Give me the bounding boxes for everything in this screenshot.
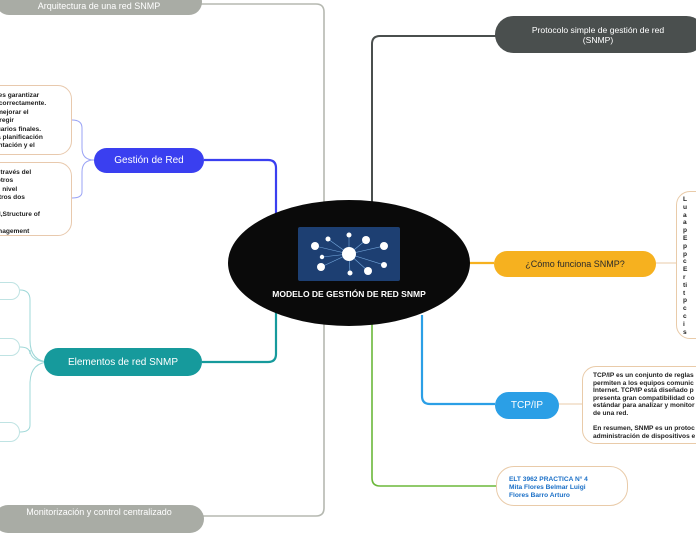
database-icon xyxy=(364,267,372,275)
gestion-note-1-line: mentación y el xyxy=(0,142,35,150)
tcpip-note-line xyxy=(593,418,696,426)
protocolo-connector xyxy=(371,35,496,216)
tcpip-note-line: presenta gran compatibilidad co xyxy=(593,394,695,402)
gestion-note-1-text: ed es garantizardo correctamente.ra mejo… xyxy=(0,92,63,151)
tcpip-note-line: En resumen, SNMP es un protoc xyxy=(593,425,695,433)
como-note-line: a xyxy=(683,211,687,219)
topic-elementos-red[interactable]: Elementos de red SNMP xyxy=(44,348,202,376)
device-icon xyxy=(325,236,331,242)
root-topic[interactable]: MODELO DE GESTIÓN DE RED SNMP xyxy=(228,200,470,326)
como-note-line: p xyxy=(683,250,688,258)
network-illustration xyxy=(298,227,400,281)
gestion-note-1-line: ed es garantizar xyxy=(0,92,40,99)
monitor-icon xyxy=(317,263,325,271)
como-note-line: L xyxy=(683,196,688,203)
gestion-note-2-line xyxy=(0,219,63,227)
topic-protocolo-label: Protocolo simple de gestión de red (SNMP… xyxy=(531,24,665,45)
gestion-note-1-line: do correctamente. xyxy=(0,100,47,108)
settings-icon xyxy=(362,236,370,244)
user-icon xyxy=(381,262,387,268)
router-icon xyxy=(342,247,356,261)
lock-icon xyxy=(346,232,352,238)
como-note-line: c xyxy=(683,305,687,313)
como-note-line: u xyxy=(683,203,688,211)
credits-line: Mita Flores Belmar Luigi xyxy=(509,484,586,491)
topic-como-funciona-label: ¿Cómo funciona SNMP? xyxy=(525,259,625,269)
gestion-note-2-line: o a través del xyxy=(0,169,32,176)
tcpip-note-line: permiten a los equipos comunic xyxy=(593,379,694,387)
gestion-note-1-line: usuarios finales. xyxy=(0,125,42,133)
gestion-note-1: ed es garantizardo correctamente.ra mejo… xyxy=(0,85,72,155)
elementos-note-2: MP xyxy=(0,338,20,356)
topic-gestion-red[interactable]: Gestión de Red xyxy=(94,148,204,173)
topic-tcpip[interactable]: TCP/IP xyxy=(495,392,559,419)
tcpip-connector xyxy=(420,315,495,406)
como-note-line: r xyxy=(683,273,686,281)
credits-connector xyxy=(371,318,496,487)
root-title: MODELO DE GESTIÓN DE RED SNMP xyxy=(272,289,426,299)
tcpip-note-line: administración de dispositivos e xyxy=(593,432,696,440)
topic-elementos-red-label: Elementos de red SNMP xyxy=(67,356,179,368)
como-note-line: E xyxy=(683,234,688,242)
gestion-note-2-line: lo otros xyxy=(0,177,14,185)
como-note-line: a xyxy=(683,219,687,227)
gestion-note-2-line: Management xyxy=(0,227,30,235)
gestion-note-1-line: ra mejorar el xyxy=(0,108,29,116)
tcpip-note-line: estándar para analizar y monitor xyxy=(593,402,695,410)
topic-arquitectura-label: Arquitectura de una red SNMP xyxy=(37,1,161,11)
gestion-note-2-line: n el nivel xyxy=(0,185,18,193)
elementos-note-1: MP xyxy=(0,282,20,300)
gestion-notes-bracket xyxy=(71,119,95,199)
server-icon xyxy=(380,242,388,250)
tcpip-note-line: TCP/IP es un conjunto de reglas xyxy=(593,372,694,379)
gestion-note-2-line: SMI,Structure of xyxy=(0,211,40,219)
gestion-note-2-text: o a través dello otrosn el niveln otros … xyxy=(0,169,63,235)
como-note-line: c xyxy=(683,258,687,266)
como-note-line: E xyxy=(683,266,688,274)
elementos-notes-bracket xyxy=(19,289,51,433)
como-note-line: p xyxy=(683,297,688,305)
gestion-note-1-line: corregir xyxy=(0,117,14,125)
topic-tcpip-label: TCP/IP xyxy=(510,400,544,411)
gestion-note-1-line: ir la planificación xyxy=(0,134,43,142)
como-note-line: i xyxy=(683,320,685,328)
topic-protocolo[interactable]: Protocolo simple de gestión de red (SNMP… xyxy=(495,16,696,53)
topic-como-funciona[interactable]: ¿Cómo funciona SNMP? xyxy=(494,251,656,277)
como-note-line: p xyxy=(683,227,688,235)
cloud-icon xyxy=(311,242,319,250)
topic-monitorizacion-label: Monitorización y control centralizado xyxy=(26,507,172,517)
topic-monitorizacion[interactable]: Monitorización y control centralizado xyxy=(0,505,204,533)
gestion-note-2-line: n otros dos xyxy=(0,194,25,202)
elementos-note-3: de xyxy=(0,422,20,442)
credits-line: ELT 3962 PRACTICA N° 4 xyxy=(509,476,588,483)
como-note-line: s xyxy=(683,328,687,336)
elementos-connector xyxy=(202,312,278,364)
tcpip-note-line: Internet. TCP/IP está diseñado p xyxy=(593,387,694,395)
como-note-line: t xyxy=(683,289,686,297)
mail-icon xyxy=(347,270,353,276)
gestion-note-2-line xyxy=(0,203,63,211)
como-note-line: ti xyxy=(683,281,688,289)
gestion-note-2: o a través dello otrosn el niveln otros … xyxy=(0,162,72,236)
gestion-connector xyxy=(204,158,278,215)
tcpip-note-line: de una red. xyxy=(593,409,629,417)
como-note-line: p xyxy=(683,242,688,250)
como-note-line: c xyxy=(683,312,687,320)
topic-arquitectura[interactable]: Arquitectura de una red SNMP xyxy=(0,0,202,15)
topic-gestion-red-label: Gestión de Red xyxy=(114,155,184,166)
credits-line: Flores Barro Arturo xyxy=(509,492,570,499)
